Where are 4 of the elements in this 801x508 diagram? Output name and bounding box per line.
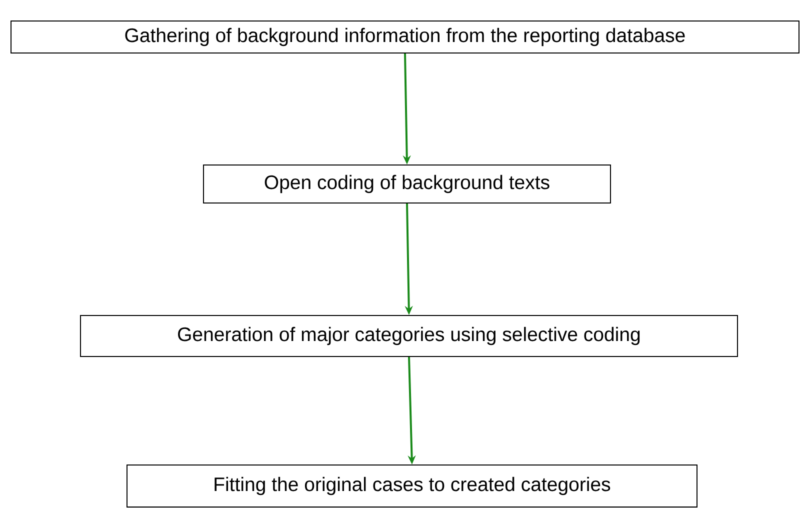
process-box: Gathering of background information from the reporting database	[10, 20, 800, 54]
process-box: Fitting the original cases to created categories	[126, 464, 698, 508]
process-box: Generation of major categories using selective coding	[80, 314, 738, 357]
process-box: Open coding of background texts	[203, 164, 611, 204]
